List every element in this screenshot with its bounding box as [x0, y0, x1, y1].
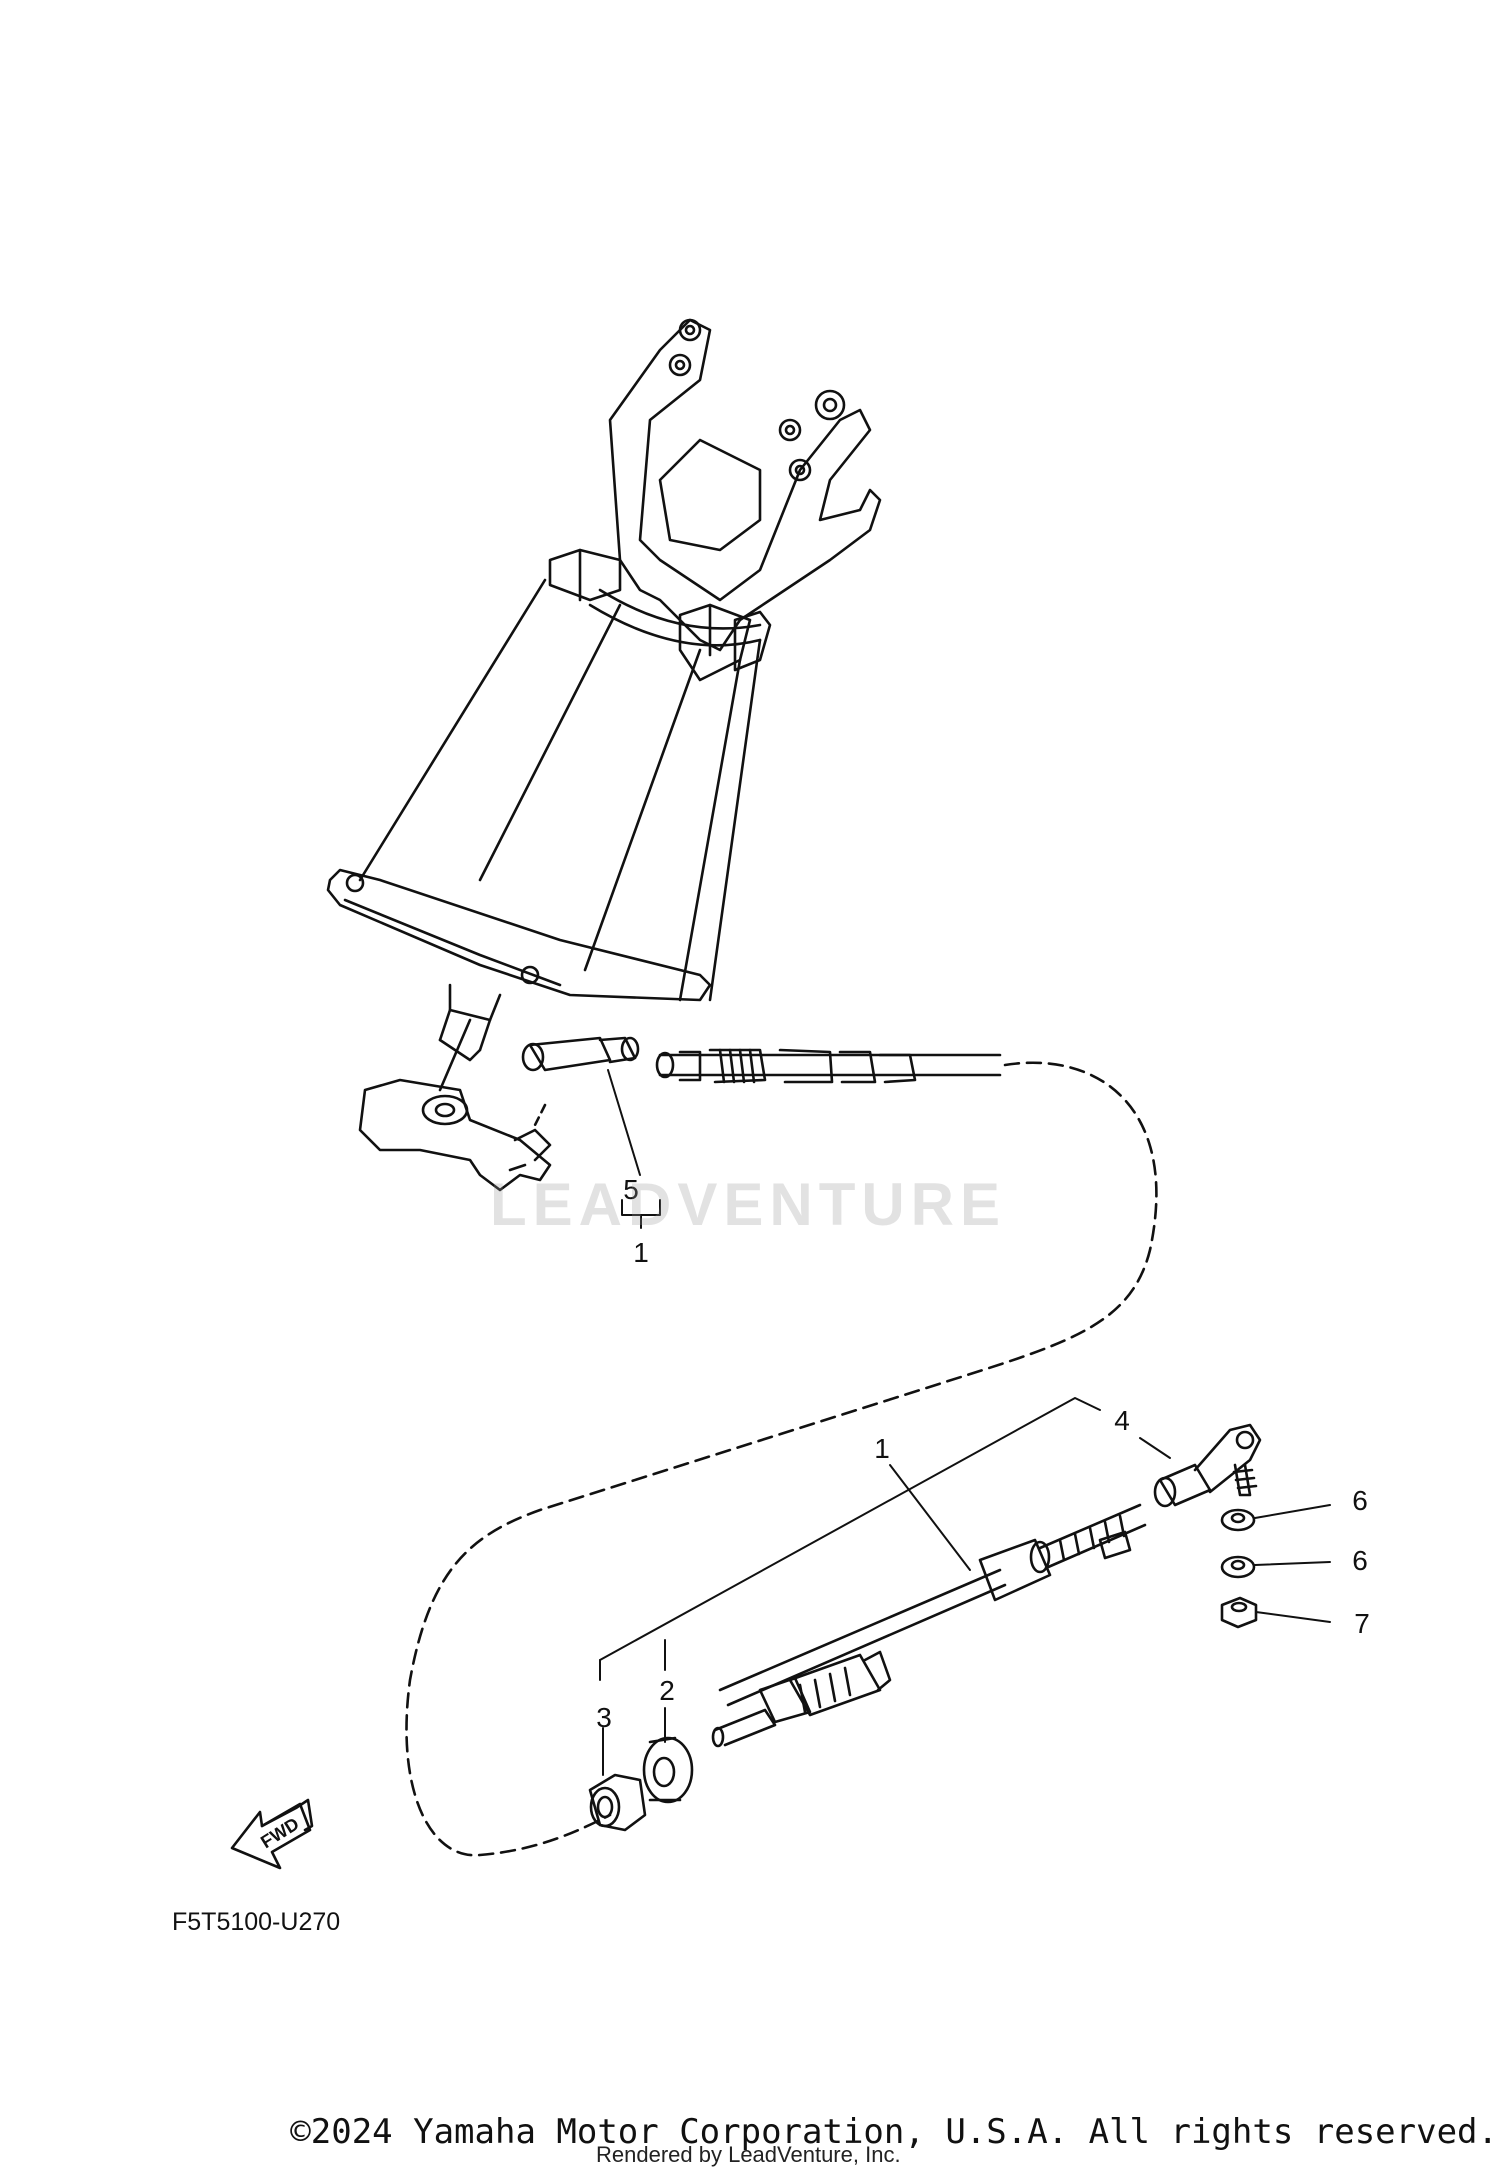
diagram-code: F5T5100-U270	[172, 1908, 340, 1936]
cable-routing-dashed	[405, 1061, 1158, 1857]
ball-joint-part-4	[1153, 1423, 1262, 1508]
steering-cable-part-1	[711, 1503, 1147, 1748]
callout-1: 1	[874, 1433, 890, 1464]
rendered-by-notice: Rendered by LeadVenture, Inc.	[596, 2142, 901, 2167]
callout-5: 5	[623, 1174, 639, 1205]
callout-6b: 6	[1352, 1545, 1368, 1576]
watermark: LEADVENTURE	[490, 1171, 1007, 1238]
callout-6a: 6	[1352, 1485, 1368, 1516]
washer-part-6a	[1220, 1508, 1256, 1532]
callout-7: 7	[1354, 1608, 1370, 1639]
nut-part-3	[588, 1773, 647, 1832]
callout-2: 2	[659, 1675, 675, 1706]
callout-4: 4	[1114, 1405, 1130, 1436]
fwd-arrow-icon	[230, 1798, 314, 1870]
washer-part-6b	[1220, 1555, 1256, 1579]
cable-joint-part-5	[521, 1036, 640, 1072]
cable-upper-terminal	[655, 1048, 1002, 1084]
nut-part-7	[1220, 1596, 1258, 1629]
callout-1-top: 1	[633, 1237, 649, 1268]
leader-lines	[599, 1069, 1331, 1776]
copyright-notice: ©2024 Yamaha Motor Corporation, U.S.A. A…	[290, 2112, 1498, 2152]
callout-3: 3	[596, 1702, 612, 1733]
washer-part-2	[642, 1736, 694, 1804]
jet-pump-housing	[326, 318, 882, 1192]
